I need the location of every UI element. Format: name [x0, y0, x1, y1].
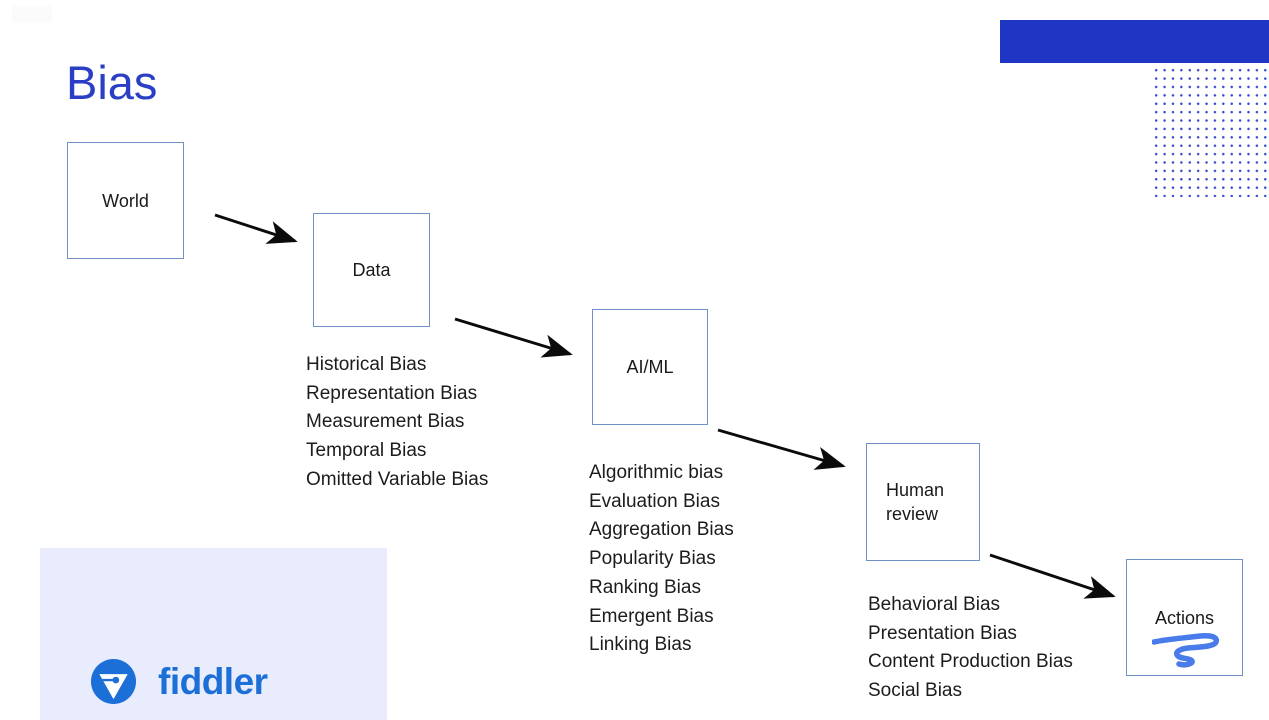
- bias-list-item: Content Production Bias: [868, 651, 1073, 673]
- bias-list-item: Presentation Bias: [868, 622, 1017, 644]
- flow-node-human-review-label: Human review: [886, 480, 945, 524]
- flow-node-aiml[interactable]: AI/ML: [592, 309, 708, 425]
- bias-list-item: Linking Bias: [589, 634, 692, 656]
- bias-list-item: Ranking Bias: [589, 576, 701, 598]
- bias-list-item: Popularity Bias: [589, 548, 716, 570]
- flow-node-data-label: Data: [352, 260, 391, 280]
- bias-list-human-stage: Behavioral Bias Presentation Bias Conten…: [868, 591, 1073, 706]
- flow-node-actions[interactable]: Actions: [1126, 559, 1243, 676]
- flow-node-actions-label: Actions: [1154, 607, 1215, 628]
- flow-node-data[interactable]: Data: [313, 213, 430, 327]
- bias-list-item: Evaluation Bias: [589, 490, 720, 512]
- flow-node-world[interactable]: World: [67, 142, 184, 259]
- bias-list-item: Behavioral Bias: [868, 594, 1001, 615]
- bias-list-item: Representation Bias: [306, 382, 478, 404]
- bias-list-item: Omitted Variable Bias: [306, 468, 489, 490]
- arrow-human-to-actions: [989, 553, 1116, 599]
- flow-node-human-review[interactable]: Human review: [866, 443, 980, 561]
- dot-grid-decoration: [1152, 66, 1269, 197]
- brand-logo: fiddler: [90, 658, 268, 705]
- corner-artifact: [12, 6, 52, 22]
- arrow-data-to-aiml: [454, 317, 573, 358]
- bias-list-item: Emergent Bias: [589, 605, 714, 627]
- flow-node-world-label: World: [102, 190, 149, 211]
- fiddler-funnel-icon: [90, 658, 137, 705]
- bias-list-item: Algorithmic bias: [589, 462, 724, 483]
- bias-list-item: Temporal Bias: [306, 440, 427, 462]
- blue-bar-decoration: [1000, 20, 1269, 63]
- flow-node-aiml-label: AI/ML: [626, 357, 674, 377]
- bias-list-item: Social Bias: [868, 680, 962, 702]
- brand-wordmark: fiddler: [158, 660, 268, 702]
- bias-list-item: Aggregation Bias: [589, 519, 734, 541]
- bias-list-aiml-stage: Algorithmic bias Evaluation Bias Aggrega…: [589, 459, 734, 660]
- bias-list-item: Historical Bias: [306, 354, 427, 375]
- logo-panel: fiddler: [40, 548, 387, 720]
- arrow-aiml-to-human: [717, 428, 846, 470]
- bias-list-data-stage: Historical Bias Representation Bias Meas…: [306, 351, 488, 495]
- page-title: Bias: [66, 56, 158, 109]
- bias-list-item: Measurement Bias: [306, 411, 465, 433]
- arrow-world-to-data: [214, 213, 298, 244]
